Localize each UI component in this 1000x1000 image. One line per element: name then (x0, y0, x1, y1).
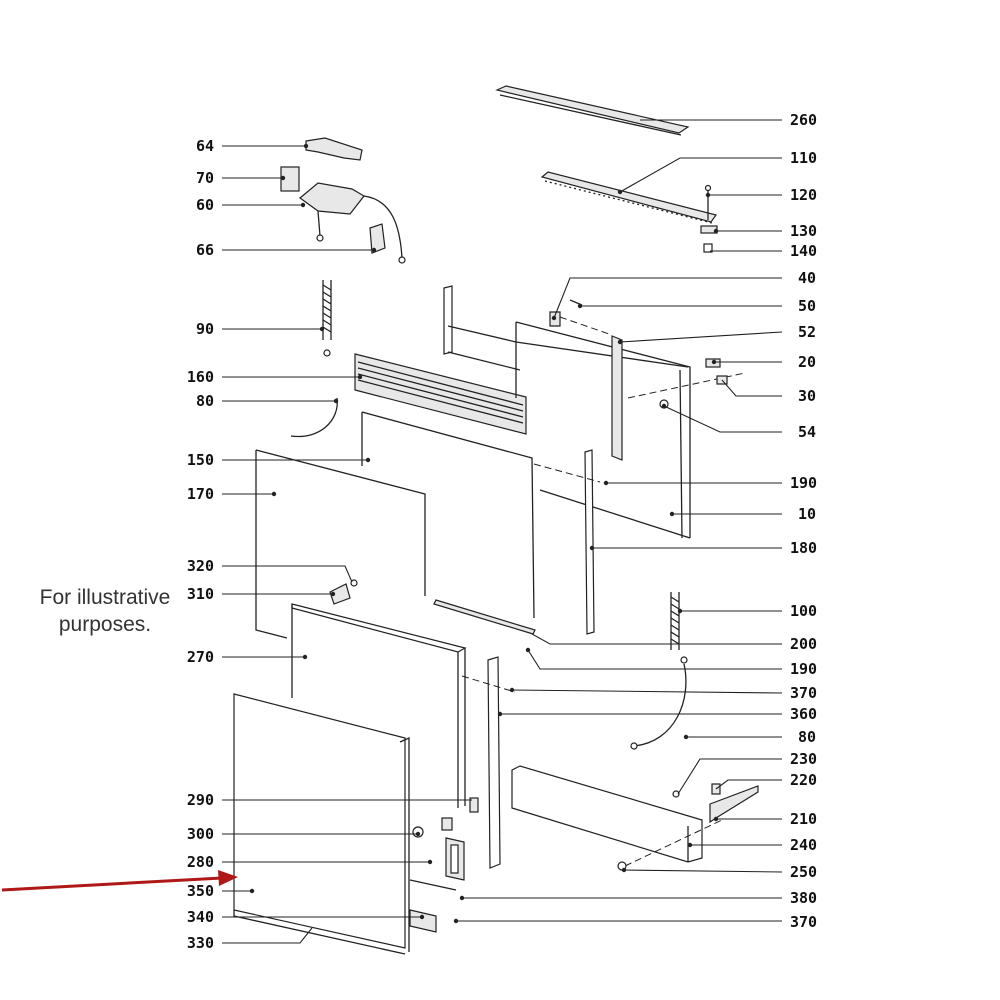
part-label: 54 (798, 423, 816, 441)
part-10-frame (443, 285, 691, 539)
part-70-clip (280, 166, 300, 192)
part-90-spring (322, 280, 332, 357)
part-label: 340 (187, 908, 214, 926)
part-label: 20 (798, 353, 816, 371)
part-label: 100 (790, 602, 817, 620)
part-label: 280 (187, 853, 214, 871)
left-part-labels: 64 70 60 66 90 160 80 150 170 320 310 27… (187, 137, 214, 952)
part-label: 60 (196, 196, 214, 214)
part-label: 110 (790, 149, 817, 167)
part-label: 180 (790, 539, 817, 557)
part-360-strip (461, 656, 516, 869)
part-label: 370 (790, 684, 817, 702)
part-label: 200 (790, 635, 817, 653)
part-110-rack (540, 171, 717, 224)
part-label: 370 (790, 913, 817, 931)
right-leader-dots (453, 189, 719, 924)
caption-line-1: For illustrative (39, 586, 171, 609)
part-280-handle (445, 837, 465, 881)
part-310-320-hinge (329, 579, 358, 605)
part-label: 230 (790, 750, 817, 768)
part-label: 80 (798, 728, 816, 746)
part-label: 380 (790, 889, 817, 907)
part-150-panel (361, 411, 535, 619)
part-label: 120 (790, 186, 817, 204)
part-label: 170 (187, 485, 214, 503)
part-label: 330 (187, 934, 214, 952)
part-label: 80 (196, 392, 214, 410)
part-64-bracket (305, 137, 363, 161)
part-label: 30 (798, 387, 816, 405)
part-label: 240 (790, 836, 817, 854)
part-170-panel (255, 449, 426, 639)
part-290-300-parts (412, 797, 479, 838)
part-label: 52 (798, 323, 816, 341)
part-label: 360 (790, 705, 817, 723)
part-label: 150 (187, 451, 214, 469)
part-label: 160 (187, 368, 214, 386)
part-50-54-screws (549, 299, 746, 409)
part-label: 260 (790, 111, 817, 129)
part-label: 40 (798, 269, 816, 287)
part-66-switch (369, 223, 386, 254)
part-350-front-panel (233, 693, 410, 955)
part-label: 250 (790, 863, 817, 881)
part-label: 190 (790, 660, 817, 678)
part-label: 290 (187, 791, 214, 809)
part-label: 90 (196, 320, 214, 338)
part-label: 220 (790, 771, 817, 789)
left-leader-lines (222, 145, 472, 944)
part-label: 270 (187, 648, 214, 666)
part-label: 50 (798, 297, 816, 315)
part-270-door (291, 603, 467, 808)
part-210-bracket (709, 785, 759, 824)
right-part-labels: 260 110 120 130 140 40 50 52 20 30 54 19… (790, 111, 817, 931)
part-100-spring (670, 592, 688, 664)
part-label: 320 (187, 557, 214, 575)
part-label: 350 (187, 882, 214, 900)
part-160-vent (354, 353, 527, 435)
part-60-latch-assembly (299, 182, 406, 264)
part-260-rail (495, 85, 690, 136)
part-label: 66 (196, 241, 214, 259)
part-label: 10 (798, 505, 816, 523)
part-label: 300 (187, 825, 214, 843)
part-80-cable-lower (630, 663, 687, 750)
part-200-strip (433, 599, 536, 635)
highlight-arrow (1, 870, 238, 892)
part-label: 140 (790, 242, 817, 260)
part-label: 310 (187, 585, 214, 603)
left-leader-dots (249, 143, 433, 920)
part-240-kickplate (511, 765, 723, 867)
part-label: 70 (196, 169, 214, 187)
part-180-strip (533, 449, 601, 635)
part-label: 64 (196, 137, 214, 155)
illustrative-caption: For illustrative purposes. (20, 584, 190, 638)
right-leader-lines (456, 119, 783, 922)
part-label: 190 (790, 474, 817, 492)
part-label: 130 (790, 222, 817, 240)
part-80-cable-upper (290, 397, 338, 438)
part-label: 210 (790, 810, 817, 828)
caption-line-2: purposes. (58, 613, 152, 636)
part-340-plate (409, 879, 457, 933)
